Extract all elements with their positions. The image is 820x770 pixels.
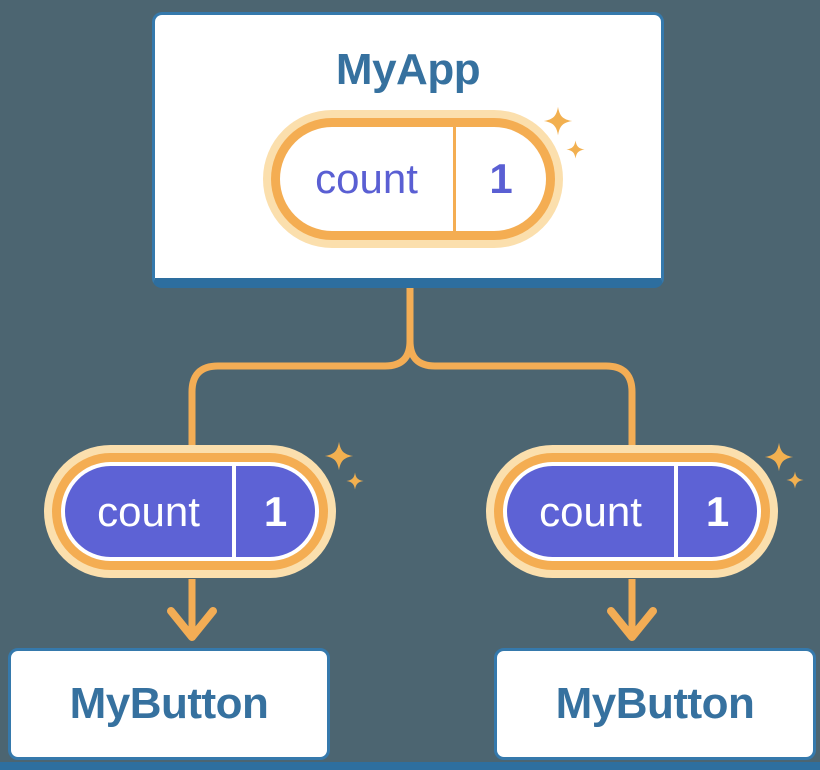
state-name: count [539, 487, 642, 535]
pill-divider [232, 466, 236, 557]
state-pill-parent: count 1 [263, 110, 563, 248]
sparkle-small-icon [786, 471, 804, 489]
state-value: 1 [263, 487, 288, 535]
component-title-myapp: MyApp [335, 45, 481, 94]
sparkle-small-icon [566, 140, 585, 159]
state-pill-body: count 1 [65, 466, 315, 557]
arrow-right-head-icon [607, 607, 657, 641]
state-pill-outline: count 1 [503, 462, 761, 561]
state-pill-ring: count 1 [52, 453, 328, 570]
state-pill-child-right: count 1 [486, 445, 778, 578]
connector-right-branch [406, 285, 636, 450]
state-pill-body: count 1 [507, 466, 757, 557]
state-pill-outline: count 1 [61, 462, 319, 561]
floor-bar [0, 762, 820, 770]
component-card-mybutton-right: MyButton [494, 648, 816, 760]
pill-divider [453, 127, 456, 231]
state-value: 1 [705, 487, 730, 535]
state-pill-ring: count 1 [494, 453, 770, 570]
sparkle-large-icon [543, 106, 573, 136]
state-name: count [97, 487, 200, 535]
component-title-mybutton-left: MyButton [69, 679, 269, 728]
connector-left-branch [188, 285, 414, 450]
sparkle-large-icon [324, 441, 354, 471]
component-card-mybutton-left: MyButton [8, 648, 330, 760]
sparkle-small-icon [346, 472, 364, 490]
state-value: 1 [489, 155, 513, 202]
sparkle-large-icon [764, 442, 794, 472]
pill-divider [674, 466, 678, 557]
state-pill-body: count 1 [280, 127, 546, 231]
state-pill-child-left: count 1 [44, 445, 336, 578]
component-title-mybutton-right: MyButton [555, 679, 755, 728]
state-pill-ring: count 1 [271, 118, 555, 240]
state-name: count [315, 155, 418, 202]
arrow-left-head-icon [167, 607, 217, 641]
